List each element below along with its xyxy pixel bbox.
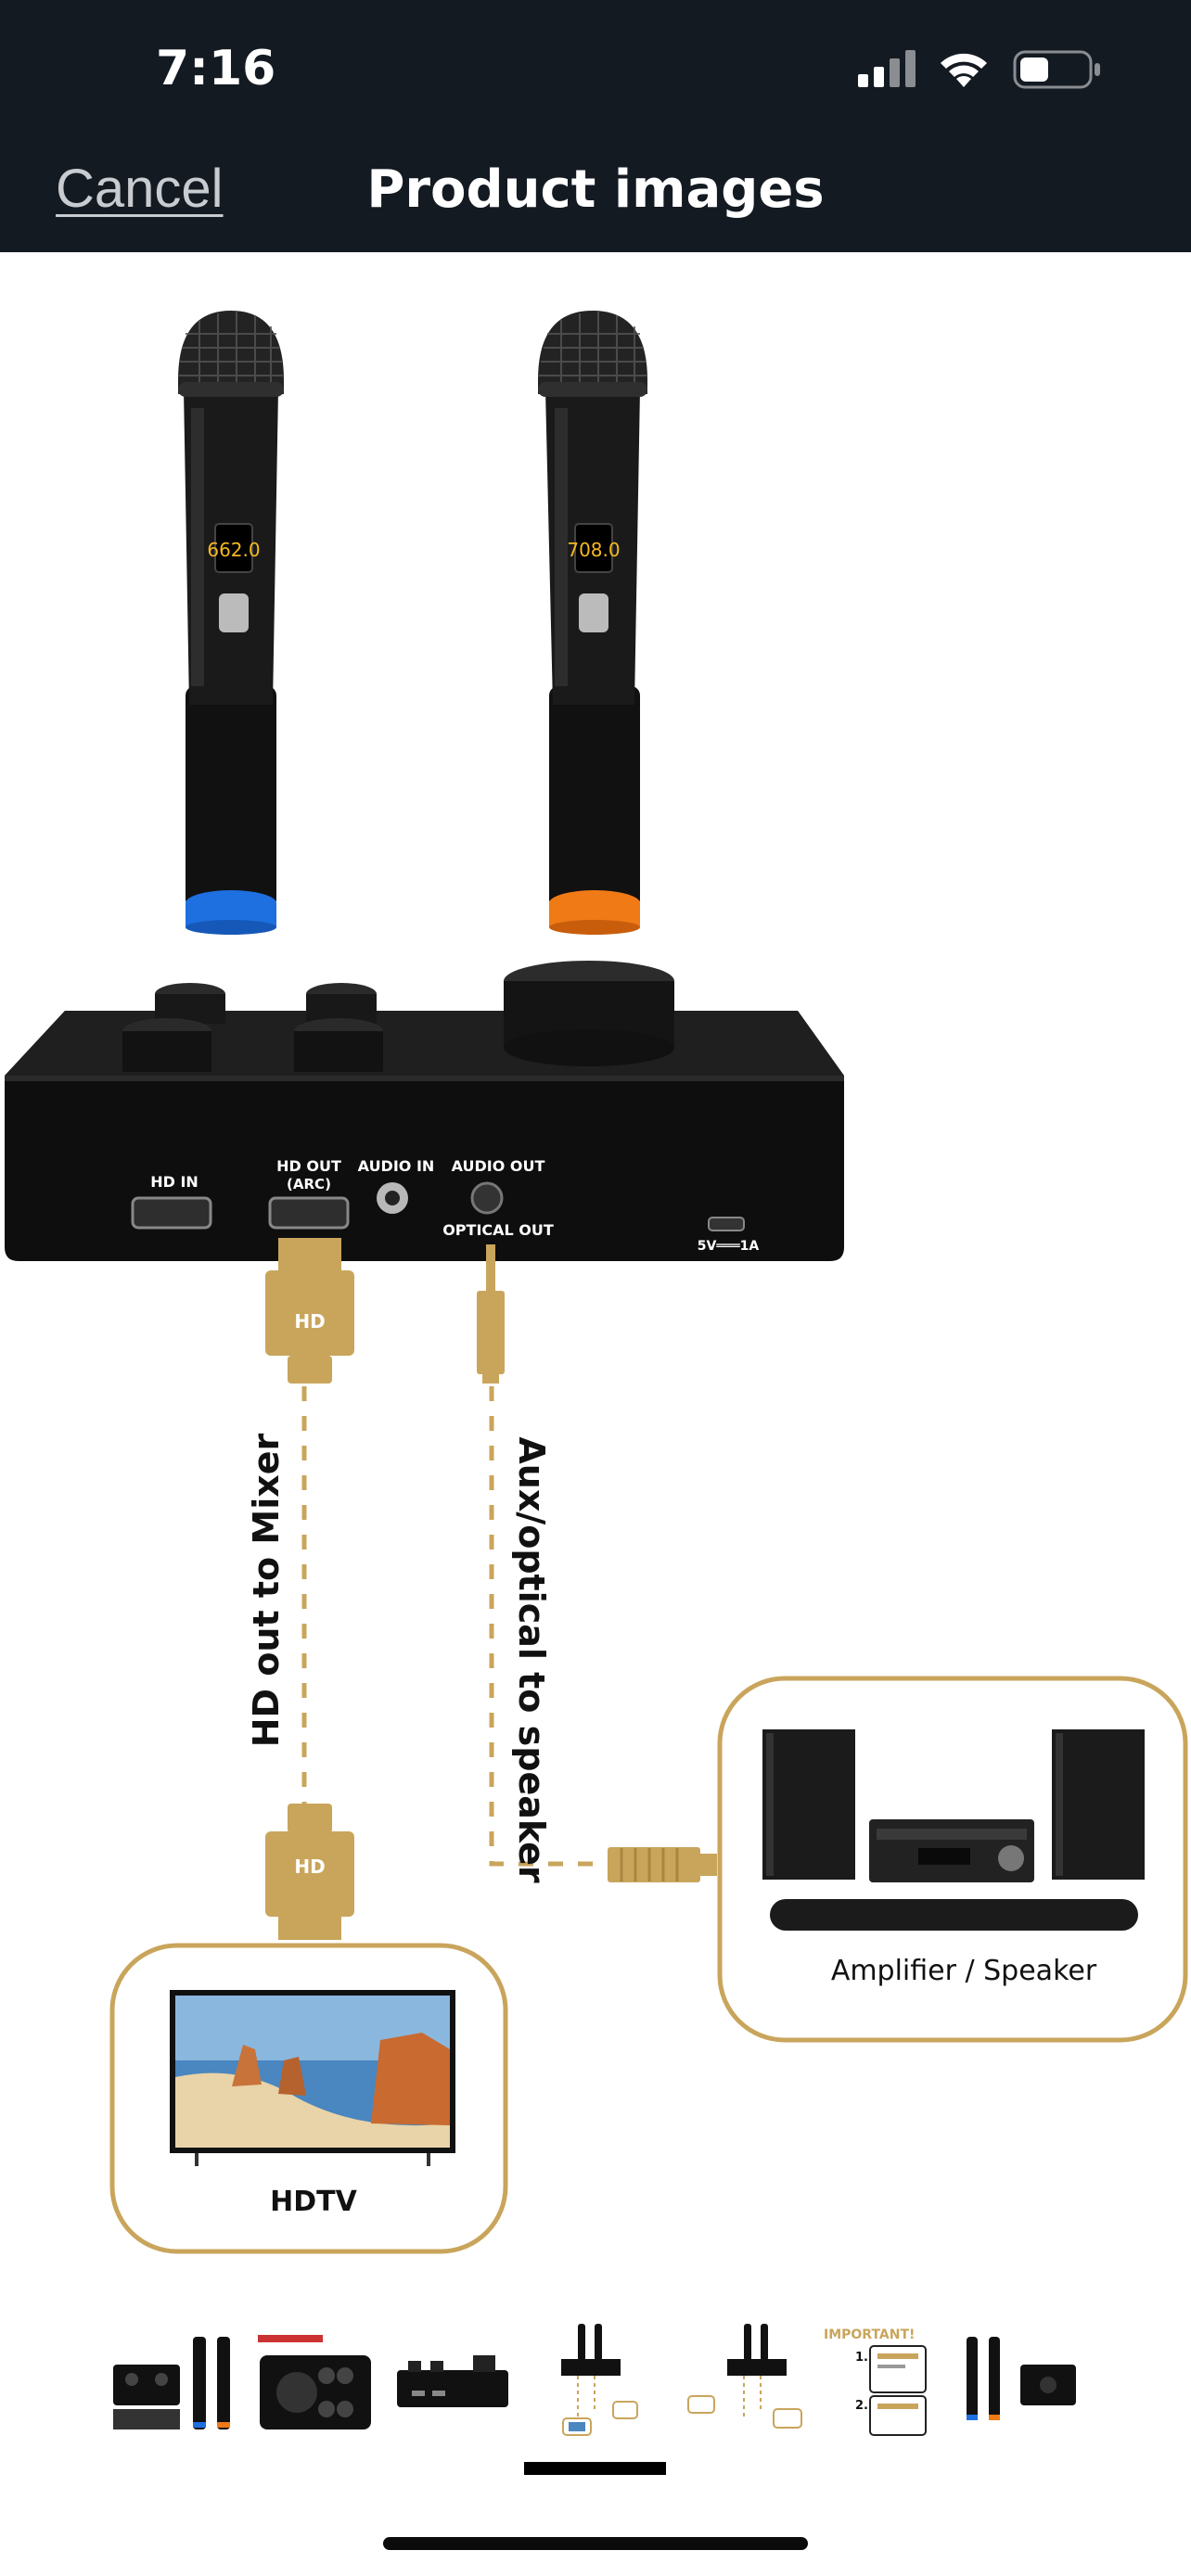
mic-display-1: 662.0 [207,539,260,561]
wifi-icon [941,53,987,87]
mic-display-2: 708.0 [567,539,620,561]
thumbnail-5[interactable] [685,2318,814,2439]
thumbnail-important-text: IMPORTANT! [824,2327,915,2342]
thumbnail-6[interactable]: IMPORTANT! 1. 2. [820,2318,950,2439]
speaker-label: Amplifier / Speaker [831,1955,1097,1987]
thumbnail-4[interactable] [543,2318,672,2439]
hd-connector-top-label: HD [294,1310,325,1333]
thumbnail-step-2: 2. [855,2399,868,2413]
hdtv-panel: HDTV [109,1943,508,2254]
port-hd-in-label: HD IN [150,1173,198,1191]
port-hd-out-label: HD OUT [276,1157,341,1175]
cancel-button[interactable]: Cancel [56,159,224,219]
status-time: 7:16 [156,41,276,96]
hd-cable-label: HD out to Mixer [246,1433,287,1747]
thumbnail-2[interactable] [252,2318,382,2439]
microphone-orange: 708.0 [538,311,647,935]
mixer-unit: HD IN HD OUT (ARC) AUDIO IN AUDIO OUT OP… [5,961,844,1261]
thumbnail-7[interactable] [955,2318,1085,2439]
home-indicator [383,2537,808,2550]
thumbnail-1[interactable] [109,2318,239,2439]
page-title: Product images [366,159,825,220]
signal-icon [858,50,916,87]
hd-connector-bottom-label: HD [294,1855,325,1878]
port-power-label: 5V═══1A [698,1239,760,1254]
port-optical-out-label: OPTICAL OUT [442,1221,554,1239]
aux-cable: Aux/optical to speaker [477,1244,717,1883]
aux-cable-label: Aux/optical to speaker [511,1436,552,1883]
port-audio-in-label: AUDIO IN [358,1157,435,1175]
port-hd-out-sub-label: (ARC) [287,1176,331,1192]
battery-icon [1013,50,1100,89]
thumbnail-strip: IMPORTANT! 1. 2. [0,2318,1191,2439]
hd-cable: HD HD HD out to Mixer [246,1238,354,1940]
hdtv-label: HDTV [270,2186,357,2218]
speaker-panel: Amplifier / Speaker [717,1676,1188,2043]
product-image: 662.0 708.0 [5,311,1188,2254]
thumbnail-3[interactable] [388,2318,518,2439]
selected-thumbnail-indicator [524,2462,666,2475]
port-audio-out-label: AUDIO OUT [452,1157,545,1175]
microphone-blue: 662.0 [178,311,284,935]
top-bar: 7:16 Cancel Product images [0,0,1191,252]
thumbnail-step-1: 1. [855,2351,868,2365]
